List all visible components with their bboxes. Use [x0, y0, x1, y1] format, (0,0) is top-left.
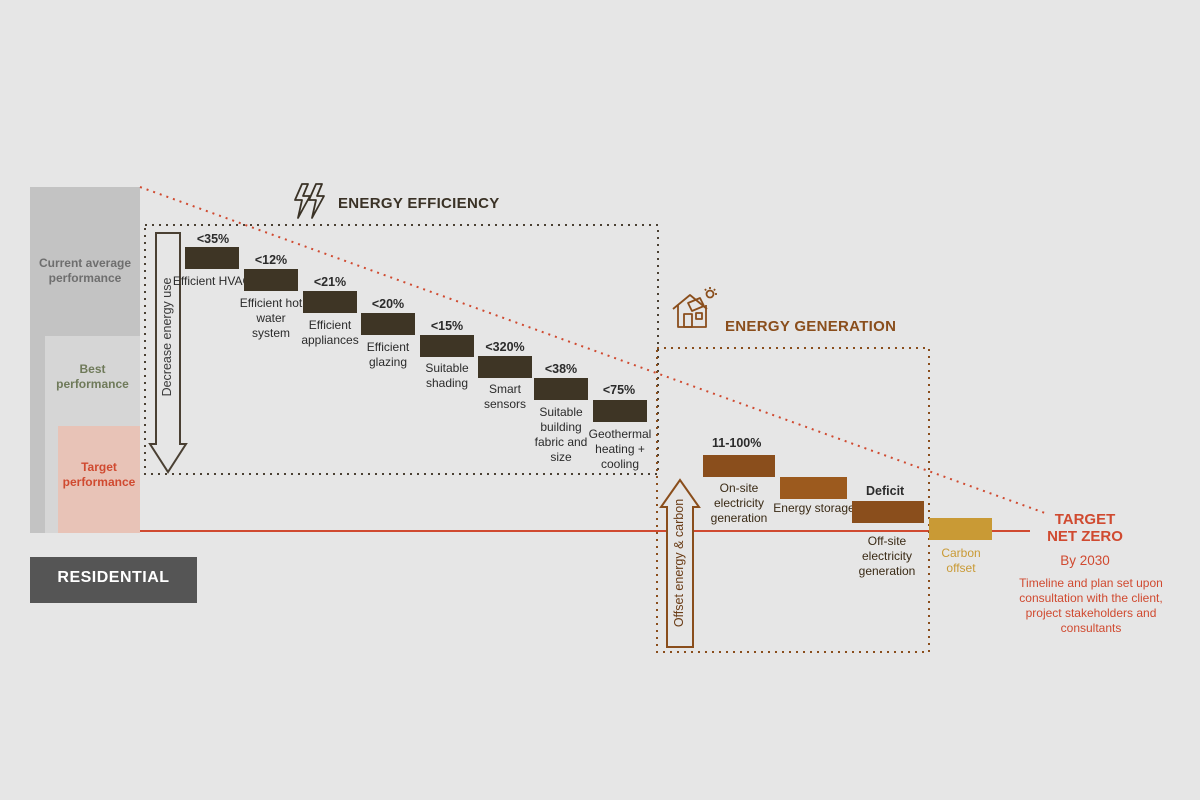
step-bar [593, 400, 647, 422]
offset-arrow [659, 478, 701, 648]
target-note: Timeline and plan set upon consultation … [1019, 576, 1163, 635]
target-title-line2: NET ZERO [1047, 528, 1123, 545]
step-value: 11-100% [712, 436, 762, 450]
step-value: <15% [430, 319, 464, 333]
target-performance-bar [58, 426, 140, 533]
step-value: <320% [485, 340, 525, 354]
step-value: Deficit [866, 484, 905, 498]
decrease-arrow [148, 232, 188, 474]
step-label: On-site electricity generation [710, 481, 768, 525]
step-bar [303, 291, 357, 313]
step-label: Suitable shading [425, 361, 469, 390]
energy-generation-title: ENERGY GENERATION [725, 318, 897, 335]
step-value: <75% [602, 383, 636, 397]
current-performance-label: Current average performance [38, 256, 132, 285]
residential-badge [30, 557, 197, 603]
step-bar [852, 501, 924, 523]
step-label: Energy storage [773, 501, 855, 515]
step-value: <35% [196, 232, 230, 246]
target-performance-label: Target performance [62, 460, 136, 489]
step-value: <20% [371, 297, 405, 311]
step-value: <21% [313, 275, 347, 289]
step-value: <38% [544, 362, 578, 376]
energy-efficiency-title: ENERGY EFFICIENCY [338, 195, 500, 212]
lightning-bolt-icon [294, 183, 325, 219]
step-label: Efficient glazing [366, 340, 410, 369]
solar-house-icon [672, 287, 717, 328]
step-bar [244, 269, 298, 291]
residential-label: RESIDENTIAL [57, 569, 170, 586]
step-bar [420, 335, 474, 357]
step-bar [703, 455, 775, 477]
energy-efficiency-frame [144, 224, 659, 475]
step-bar [780, 477, 847, 499]
step-label: Efficient appliances [301, 318, 359, 347]
step-label: Efficient hot water system [239, 296, 303, 340]
step-bar [478, 356, 532, 378]
step-bar [929, 518, 992, 540]
step-bar [361, 313, 415, 335]
step-label: Efficient HVAC [172, 274, 252, 288]
target-title-line1: TARGET [1054, 511, 1116, 528]
best-performance-label: Best performance [56, 362, 129, 391]
step-label: Carbon offset [941, 546, 981, 575]
step-bar [185, 247, 239, 269]
step-label: Suitable building fabric and size [534, 405, 588, 464]
target-year: By 2030 [1060, 553, 1110, 568]
offset-energy-carbon-label: Offset energy & carbon [672, 498, 686, 628]
step-value: <12% [254, 253, 288, 267]
step-label: Off-site electricity generation [858, 534, 916, 578]
step-bar [534, 378, 588, 400]
decrease-energy-use-label: Decrease energy use [160, 277, 174, 397]
step-label: Geothermal heating + cooling [588, 427, 652, 471]
step-label: Smart sensors [483, 382, 527, 411]
